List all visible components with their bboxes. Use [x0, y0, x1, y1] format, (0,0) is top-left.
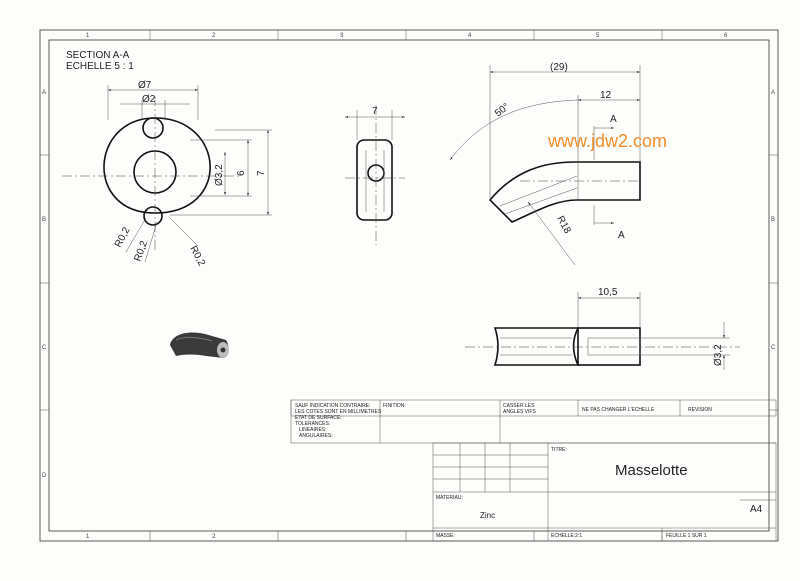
inner-border	[48, 39, 770, 532]
dim-bore-depth: 10,5	[598, 287, 618, 298]
dim-straight-length: 12	[600, 90, 612, 101]
revision-label: REVISION	[688, 407, 712, 413]
col-label: 1	[86, 33, 90, 39]
section-body	[493, 327, 580, 366]
outer-border	[39, 29, 779, 542]
long-section-view: 10,5 Ø3,2	[465, 287, 740, 370]
title-block-text: SAUF INDICATION CONTRAIRE: LES COTES SON…	[295, 403, 763, 539]
iso-body	[170, 332, 229, 358]
dim-bend-radius: R18	[554, 214, 573, 236]
section-marker-top: A	[610, 114, 617, 125]
masse-label: MASSE:	[436, 533, 455, 539]
section-view: Ø7 Ø2 Ø3,2 6 7 R0,2 R0,2 R0,2	[62, 80, 272, 268]
sheet-format: A4	[750, 504, 763, 515]
section-scale: ECHELLE 5 : 1	[66, 61, 134, 72]
watermark: www.jdw2.com	[547, 131, 667, 151]
col-label: 2	[212, 33, 216, 39]
dim-angle: 50°	[493, 101, 512, 119]
section-title: SECTION A-A	[66, 50, 130, 61]
col-label: 2	[212, 534, 216, 540]
tol-line: TOLERANCES:	[295, 421, 330, 427]
scale-note: NE PAS CHANGER L'ECHELLE	[582, 407, 655, 413]
sheet-label: FEUILLE 1 SUR 1	[666, 533, 707, 539]
dim-bore-diameter: Ø3,2	[713, 344, 724, 366]
section-bore	[587, 337, 641, 356]
material-value: Zinc	[480, 511, 495, 520]
drawing-title: Masselotte	[615, 462, 688, 479]
dim-side-width: 7	[372, 106, 378, 117]
curved-body	[488, 161, 641, 223]
side-view: 7	[345, 105, 405, 245]
col-label: 4	[468, 33, 472, 39]
col-label: 1	[86, 534, 90, 540]
dim-bore: Ø3,2	[214, 164, 225, 186]
section-outer-profile	[103, 117, 211, 214]
row-label: C	[771, 345, 776, 351]
row-label: D	[42, 473, 47, 479]
bottom-slot	[143, 206, 163, 226]
tol-line: LES COTES SONT EN MILLIMETRES	[295, 409, 382, 415]
tol-line: ANGULAIRES:	[299, 433, 333, 439]
col-label: 5	[596, 33, 600, 39]
curved-top-view: (29) 12 50° R18 A A	[449, 62, 641, 266]
row-label: C	[42, 345, 47, 351]
title-block	[290, 399, 777, 542]
tol-line: LINEAIRES:	[299, 427, 327, 433]
top-slot	[142, 117, 164, 139]
section-hatched-shank	[577, 327, 641, 366]
side-body	[356, 139, 393, 221]
row-label: A	[42, 90, 46, 96]
isometric-view	[170, 332, 229, 358]
casser-label: CASSER LES	[503, 403, 535, 409]
row-label: B	[771, 217, 775, 223]
dim-dia2: Ø2	[142, 94, 156, 105]
titre-label: TITRE:	[551, 447, 567, 453]
dim-radius-mid: R0,2	[132, 239, 150, 263]
col-label: 3	[340, 33, 344, 39]
scale-label: ECHELLE:2:1	[551, 533, 582, 539]
row-label: B	[42, 217, 46, 223]
row-label: A	[771, 90, 775, 96]
section-marker-bottom: A	[618, 230, 625, 241]
materiau-label: MATERIAU:	[436, 495, 463, 501]
tol-line: ETAT DE SURFACE:	[295, 415, 342, 421]
tol-line: SAUF INDICATION CONTRAIRE:	[295, 403, 370, 409]
casser-label: ANGLES VIFS	[503, 409, 536, 415]
dim-seven: 7	[256, 170, 267, 176]
dim-six: 6	[236, 170, 247, 176]
dim-radius-right: R0,2	[187, 244, 207, 268]
dim-dia7: Ø7	[138, 80, 152, 91]
finition-label: FINITION:	[383, 403, 406, 409]
dim-overall-length: (29)	[550, 62, 568, 73]
zone-labels: 1 2 3 4 5 6 1 2 A B C D A B C	[42, 33, 776, 540]
col-label: 6	[724, 33, 728, 39]
